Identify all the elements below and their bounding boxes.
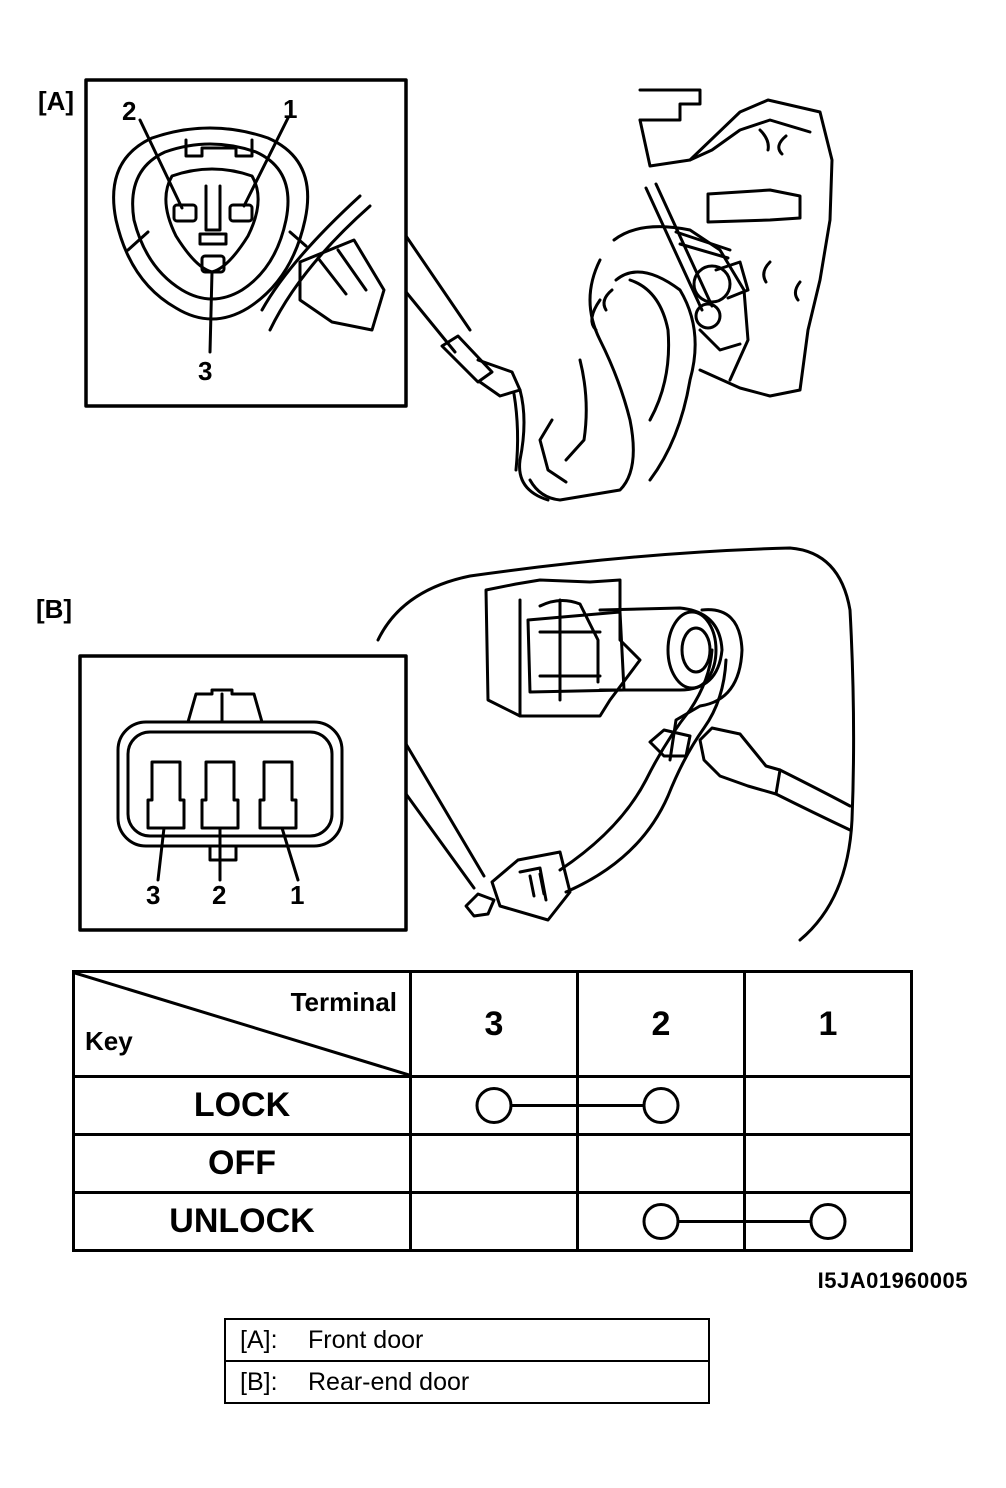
terminal-col-header: 2 [576, 970, 746, 1078]
continuity-circle [642, 1203, 680, 1240]
figure-code: I5JA01960005 [817, 1268, 968, 1293]
row-key-lock: LOCK [72, 1075, 412, 1136]
connector-b-small [490, 850, 572, 922]
connector-a-pin-1: 1 [283, 94, 298, 124]
rear-door-outline [376, 546, 856, 942]
continuity-circle [475, 1087, 513, 1124]
connector-a-face [112, 126, 310, 321]
cell-lock-t1 [743, 1075, 913, 1136]
connector-a-inset-box [84, 78, 408, 408]
connector-b-pin-1: 1 [290, 880, 305, 910]
terminal-col-header: 1 [743, 970, 913, 1078]
figure-b-label: [B] [36, 594, 73, 624]
callout-b [404, 742, 486, 890]
connector-a-small [440, 334, 494, 384]
legend-text: Rear-end door [308, 1367, 470, 1396]
cell-off-t1 [743, 1133, 913, 1194]
legend-text: Front door [308, 1325, 424, 1354]
legend-tag: [A]: [240, 1325, 278, 1354]
connector-a-pin-3: 3 [198, 356, 213, 386]
terminal-col-header: 3 [409, 970, 579, 1078]
legend-tag: [B]: [240, 1367, 278, 1396]
continuity-circle [809, 1203, 847, 1240]
rear-door-key-cylinder [484, 578, 642, 718]
figure-a-label: [A] [38, 86, 75, 116]
connector-b-pin-2: 2 [212, 880, 227, 910]
connector-b-pin-3: 3 [146, 880, 161, 910]
table-row: OFF [72, 1133, 913, 1194]
cell-unlock-t3 [409, 1191, 579, 1252]
legend-row: [B]: Rear-end door [224, 1360, 710, 1404]
connector-a-pin-2: 2 [122, 96, 137, 126]
header-diagonal-line [75, 973, 409, 1075]
legend-table: [A]: Front door [B]: Rear-end door [224, 1318, 710, 1404]
header-terminal-label: Terminal [290, 987, 397, 1017]
row-key-off: OFF [72, 1133, 412, 1194]
table-header-diagonal-cell: Terminal Key [72, 970, 412, 1078]
header-key-label: Key [85, 1026, 133, 1056]
row-key-unlock: UNLOCK [72, 1191, 412, 1252]
front-door-lock-actuator [638, 88, 702, 122]
cell-off-t2 [576, 1133, 746, 1194]
cell-off-t3 [409, 1133, 579, 1194]
continuity-circle [642, 1087, 680, 1124]
legend-row: [A]: Front door [224, 1318, 710, 1362]
